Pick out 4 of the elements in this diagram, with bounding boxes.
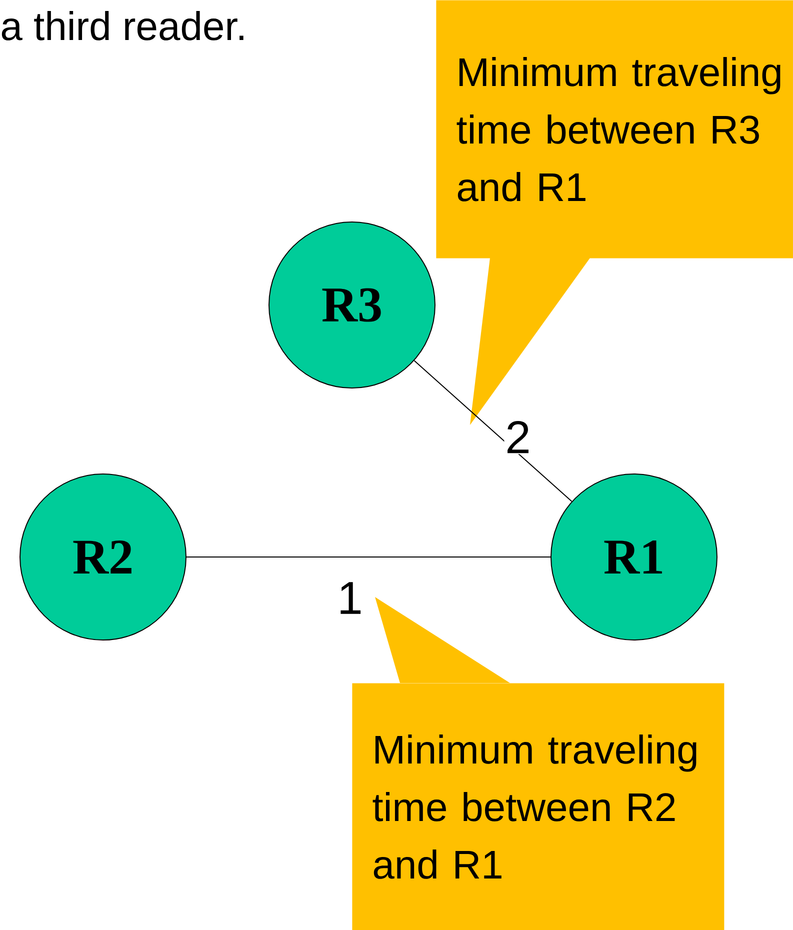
edge-label: 2: [504, 420, 532, 454]
caption-text: a third reader.: [2, 11, 244, 40]
connector-line: [186, 556, 551, 558]
connector-line: [414, 360, 572, 502]
